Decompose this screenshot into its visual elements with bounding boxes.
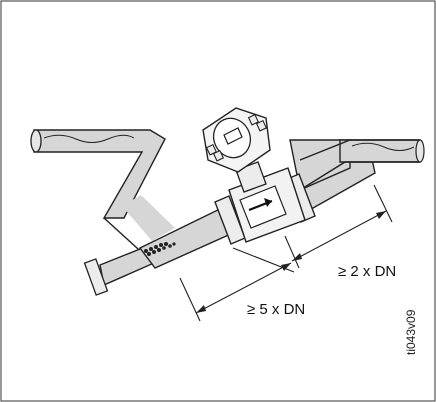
outlet-bottom-edge (299, 161, 420, 191)
upstream-distance-label: ≥ 5 x DN (247, 301, 306, 318)
cable-glands (205, 113, 268, 162)
drain-flange (83, 258, 109, 296)
dim-downstream-arrowheads (292, 211, 386, 261)
inlet-pipe (33, 129, 166, 219)
display-window (223, 127, 243, 145)
outlet-pipe-end (415, 139, 425, 163)
outlet-pipe (339, 139, 421, 163)
dim-upstream-arrowheads (196, 263, 291, 313)
outlet-top-edge (299, 139, 420, 161)
riser-pipe (289, 139, 351, 191)
bend-fill (122, 195, 175, 241)
inlet-pipe-end (30, 129, 42, 153)
meter-window (239, 185, 287, 229)
transmitter-neck (235, 161, 267, 193)
downstream-distance-label: ≥ 2 x DN (338, 263, 397, 280)
flow-arrow-icon (248, 198, 273, 212)
outlet-water-line (351, 142, 415, 151)
dim-downstream (284, 184, 393, 269)
sediment-deposit-icon (144, 242, 176, 256)
inlet-water-line (43, 134, 135, 143)
figure-code-label: ti043v09 (404, 309, 418, 355)
